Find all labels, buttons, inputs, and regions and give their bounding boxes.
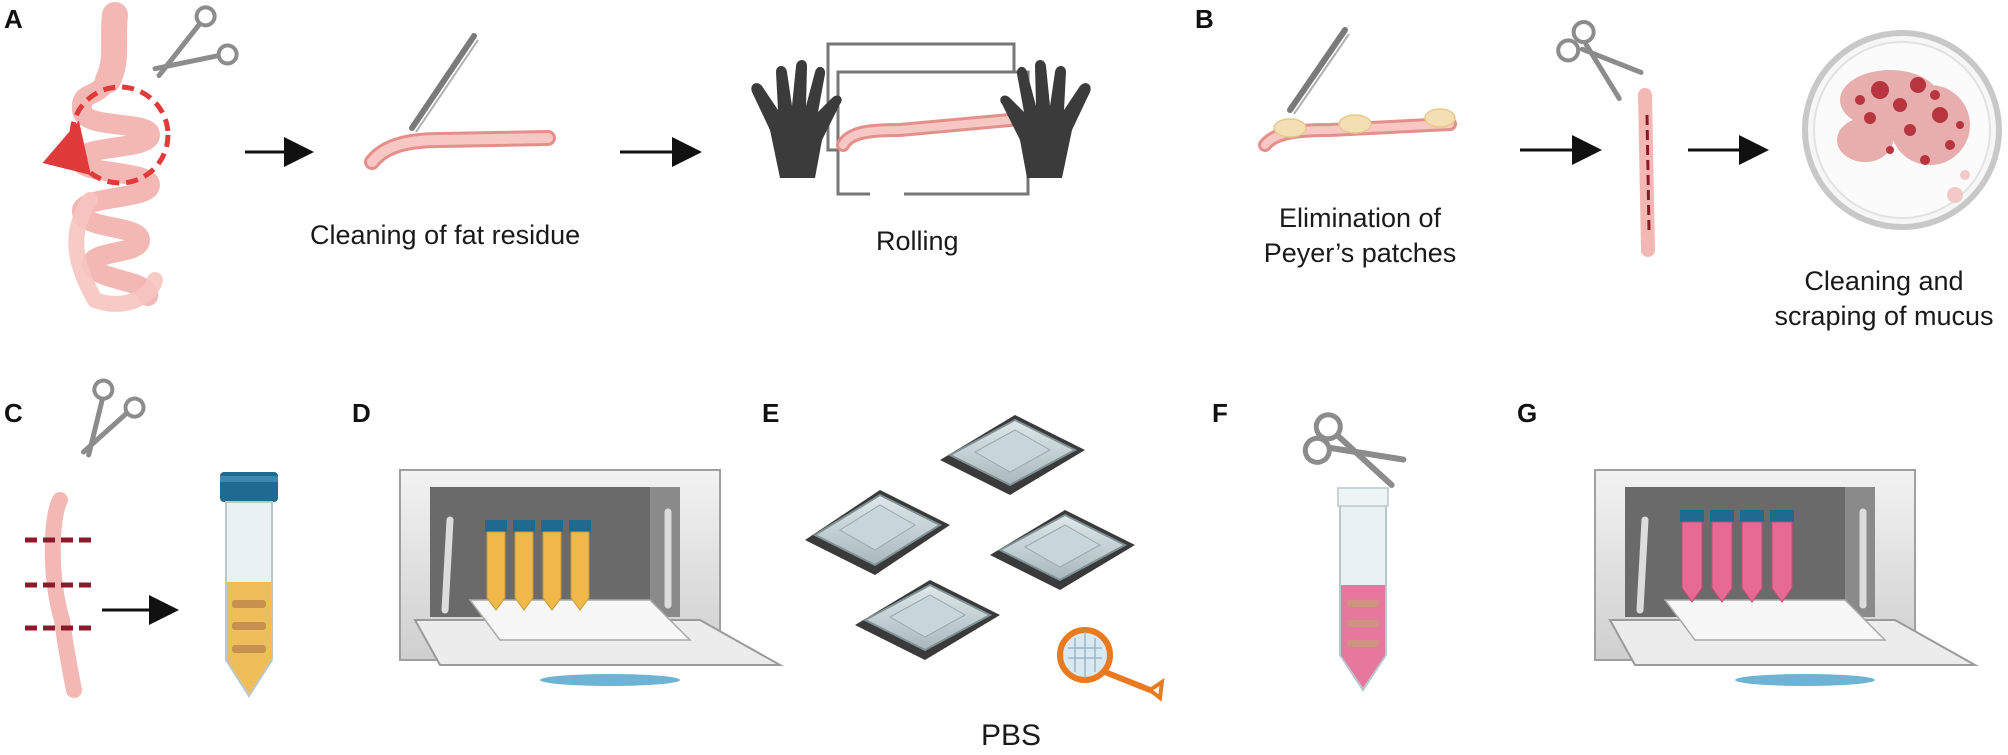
rotation-cut-circle xyxy=(69,84,171,186)
culture-dish-icon xyxy=(805,490,950,575)
scissors-icon xyxy=(152,5,239,79)
panel-label-d: D xyxy=(352,398,371,428)
gloved-hand-icon xyxy=(751,60,842,178)
panel-label-g: G xyxy=(1517,398,1538,428)
intestine-icon xyxy=(68,2,163,312)
scissors-icon xyxy=(1302,412,1407,488)
falcon-tube-icon xyxy=(220,472,278,698)
gloved-hand-icon xyxy=(1000,60,1091,178)
scissors-icon xyxy=(80,378,146,458)
panel-label-f: F xyxy=(1212,398,1228,428)
caption-scraping-line2: scraping of mucus xyxy=(1774,301,1994,332)
caption-peyers-line1: Elimination of xyxy=(1278,203,1442,233)
incubator-icon xyxy=(399,469,784,686)
peyers-patch xyxy=(1273,108,1456,138)
caption-scraping-line1: Cleaning and xyxy=(1804,266,1964,296)
caption-rolling: Rolling xyxy=(876,226,959,256)
caption-scraping: Cleaning and scraping of mucus xyxy=(1764,264,2004,334)
rotation-arrow-icon xyxy=(42,120,91,176)
culture-dish-icon xyxy=(855,580,1000,660)
cut-line xyxy=(25,537,95,631)
panel-label-b: B xyxy=(1195,4,1214,34)
caption-peyers: Elimination of Peyer’s patches xyxy=(1260,201,1460,271)
caption-cleaning-fat: Cleaning of fat residue xyxy=(310,220,581,250)
cell-strainer-icon xyxy=(1057,627,1165,702)
culture-dish-icon xyxy=(940,415,1085,495)
falcon-tube-icon xyxy=(1337,487,1389,692)
caption-pbs: PBS xyxy=(981,719,1042,752)
panel-label-a: A xyxy=(4,4,23,34)
panel-label-c: C xyxy=(4,398,23,428)
panel-label-e: E xyxy=(762,398,780,428)
tweezers-icon xyxy=(409,33,479,133)
petri-dish-icon xyxy=(1802,30,2002,230)
culture-dish-icon xyxy=(990,510,1135,590)
tissue-strip xyxy=(44,492,82,698)
scissors-icon xyxy=(1556,20,1644,101)
caption-peyers-line2: Peyer’s patches xyxy=(1263,238,1457,269)
falcon-tube-icon xyxy=(485,520,591,611)
cut-line xyxy=(1645,114,1651,231)
tweezers-icon xyxy=(1287,27,1350,115)
falcon-tube-icon xyxy=(1680,510,1794,603)
